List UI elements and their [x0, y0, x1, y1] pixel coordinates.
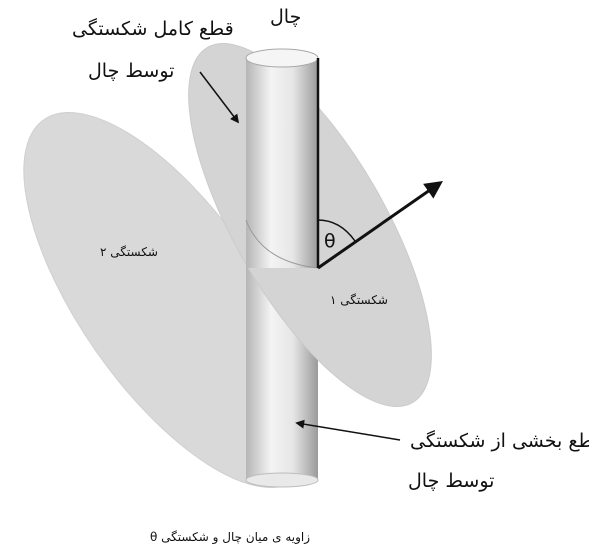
angle-theta-label: θ [324, 230, 336, 252]
partial-cut-pointer [295, 419, 401, 441]
fracture-1-label: شکستگی ۱ [330, 293, 388, 307]
well-cut-edge [245, 219, 319, 269]
well-upper-body [246, 58, 318, 268]
well-bottom [245, 472, 319, 488]
fracture-2-label: شکستگی ۲ [100, 245, 158, 259]
full-cut-pointer [199, 71, 240, 124]
well-label: چال [270, 6, 302, 28]
angle-arc [317, 219, 356, 242]
well-top [245, 48, 319, 68]
full-cut-label-line1: قطع کامل شکستگی [72, 18, 234, 40]
caption: زاویه ی میان چال و شکستگی θ [150, 530, 311, 544]
full-cut-label-line2: توسط چال [88, 60, 175, 82]
normal-arrow [317, 180, 443, 270]
partial-cut-label-line2: توسط چال [408, 470, 495, 492]
partial-cut-label-line1: قطع بخشی از شکستگی [410, 430, 589, 452]
